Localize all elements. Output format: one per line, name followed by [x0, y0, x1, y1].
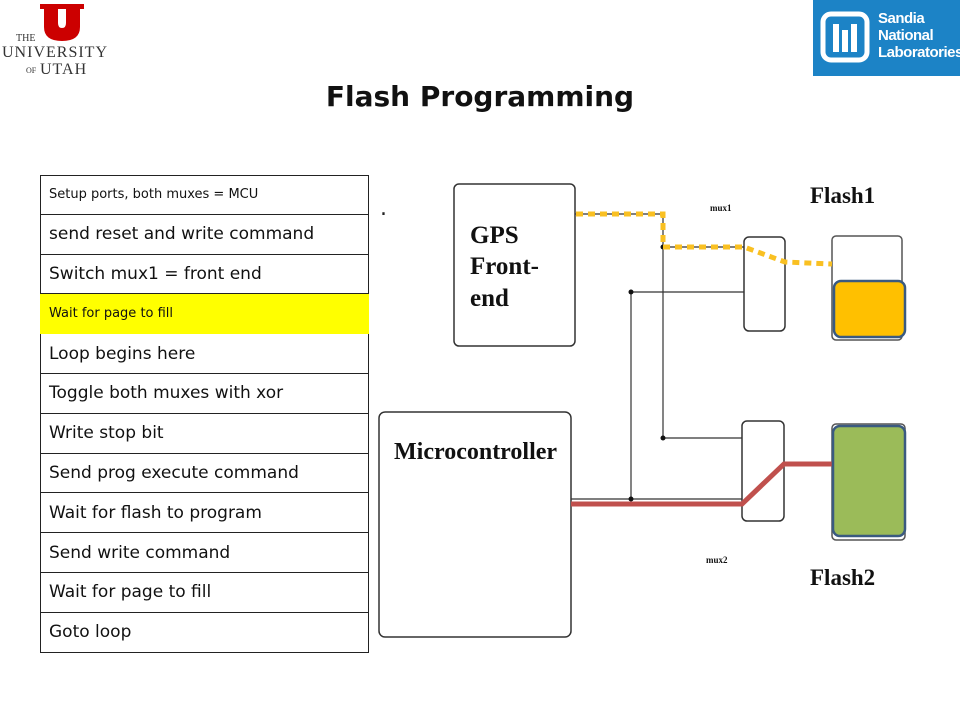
gps-label-2: Front-	[470, 253, 539, 280]
utah-the-text: THE	[16, 33, 36, 44]
gps-label-3: end	[470, 285, 509, 312]
step-2: send reset and write command	[40, 214, 369, 255]
flash2-chip	[831, 424, 907, 538]
sandia-thunderbird-icon	[820, 11, 870, 63]
sandia-line-1: Sandia	[878, 10, 925, 27]
block-u-icon	[40, 4, 84, 41]
step-10: Send write command	[40, 533, 369, 573]
microcontroller-label: Microcontroller	[394, 439, 557, 465]
step-6: Toggle both muxes with xor	[40, 373, 369, 414]
wiring-lines	[571, 213, 744, 500]
sandia-line-3: Laboratories	[878, 44, 960, 61]
stray-dot: .	[380, 196, 387, 221]
sandia-labs-logo: Sandia National Laboratories	[813, 0, 960, 76]
university-of-utah-logo: THE UNIVERSITY OF UTAH	[0, 0, 118, 84]
step-11: Wait for page to fill	[40, 572, 369, 613]
step-4: Wait for page to fill	[40, 294, 369, 335]
step-8: Send prog execute command	[40, 453, 369, 494]
gps-active-path	[576, 211, 833, 267]
utah-of-text: OF	[26, 66, 37, 75]
mux1-label: mux1	[710, 203, 732, 213]
step-5: Loop begins here	[40, 334, 369, 374]
step-3: Switch mux1 = front end	[40, 254, 369, 295]
microcontroller-box	[378, 411, 572, 638]
step-12: Goto loop	[40, 612, 369, 653]
step-9: Wait for flash to program	[40, 493, 369, 534]
junction-dots	[628, 211, 666, 502]
gps-label-1: GPS	[470, 222, 519, 249]
step-1: Setup ports, both muxes = MCU	[40, 175, 369, 215]
sandia-line-2: National	[878, 27, 934, 44]
step-7: Write stop bit	[40, 413, 369, 454]
gps-frontend-box	[453, 183, 576, 347]
mcu-active-path	[571, 461, 832, 507]
flash1-chip	[832, 279, 907, 339]
page-title: Flash Programming	[325, 80, 635, 113]
flash2-label: Flash2	[810, 565, 875, 590]
flash1-label: Flash1	[810, 183, 875, 208]
sandia-wordmark: Sandia National Laboratories	[878, 10, 960, 61]
mux2-label: mux2	[706, 555, 728, 565]
utah-utah-text: UTAH	[40, 61, 88, 78]
utah-university-text: UNIVERSITY	[2, 44, 108, 61]
